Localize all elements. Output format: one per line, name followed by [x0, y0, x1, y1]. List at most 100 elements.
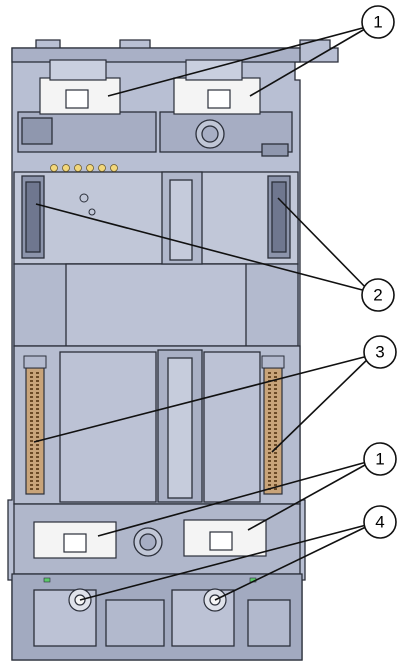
pin: [36, 452, 39, 454]
callout-1-bottom: 1: [363, 442, 397, 476]
pin: [30, 432, 33, 434]
leader-1b-left: [97, 459, 375, 537]
pin: [36, 468, 39, 470]
pin: [268, 396, 271, 398]
pin: [268, 444, 271, 446]
leader-1a-left: [107, 25, 371, 97]
pin: [30, 484, 33, 486]
pin: [268, 428, 271, 430]
svg-text:3: 3: [375, 343, 384, 362]
pin: [36, 400, 39, 402]
pin: [36, 416, 39, 418]
pin: [268, 476, 271, 478]
pin: [30, 476, 33, 478]
pin-header-left: [23, 355, 47, 495]
pin: [274, 372, 277, 374]
pin: [30, 412, 33, 414]
pin: [36, 432, 39, 434]
pin: [268, 484, 271, 486]
callout-2: 2: [361, 278, 395, 312]
pin: [36, 404, 39, 406]
pin: [36, 376, 39, 378]
pin: [268, 472, 271, 474]
pin: [30, 384, 33, 386]
pin: [36, 444, 39, 446]
pin: [30, 376, 33, 378]
pin: [274, 440, 277, 442]
pin: [268, 432, 271, 434]
pin: [268, 452, 271, 454]
pin: [30, 416, 33, 418]
pin: [30, 448, 33, 450]
pin: [30, 424, 33, 426]
pin: [268, 460, 271, 462]
pin: [30, 436, 33, 438]
pin-dots: [30, 372, 277, 490]
pin: [30, 464, 33, 466]
pin: [274, 388, 277, 390]
pin: [274, 420, 277, 422]
pin: [36, 380, 39, 382]
pin: [36, 408, 39, 410]
top-connector-left: [39, 59, 121, 115]
pin: [274, 464, 277, 466]
leader-2-left: [35, 203, 371, 293]
callout-3: 3: [363, 335, 397, 369]
leader-3-right: [271, 354, 373, 453]
pin: [274, 432, 277, 434]
pin: [274, 444, 277, 446]
pin: [268, 384, 271, 386]
pin: [274, 436, 277, 438]
indicator-hole: [88, 208, 96, 216]
leader-4-left: [79, 522, 375, 601]
pin: [36, 420, 39, 422]
pin: [36, 448, 39, 450]
pin: [30, 400, 33, 402]
pin: [274, 480, 277, 482]
pin: [30, 472, 33, 474]
leader-1a-right: [249, 25, 371, 97]
svg-text:4: 4: [375, 513, 384, 532]
pin: [36, 388, 39, 390]
pin: [274, 476, 277, 478]
pin: [274, 452, 277, 454]
pin: [36, 488, 39, 490]
leader-2-right: [277, 197, 371, 293]
pin: [30, 480, 33, 482]
pin: [36, 472, 39, 474]
pin: [30, 388, 33, 390]
pin: [268, 464, 271, 466]
pin: [268, 376, 271, 378]
svg-text:2: 2: [373, 286, 382, 305]
pin: [268, 408, 271, 410]
pin: [36, 392, 39, 394]
leader-lines: [33, 25, 375, 601]
pin: [36, 480, 39, 482]
leader-4-right: [214, 522, 375, 601]
pin: [36, 384, 39, 386]
pin: [36, 460, 39, 462]
pin: [268, 468, 271, 470]
pin: [36, 424, 39, 426]
callout-4: 4: [363, 505, 397, 539]
pin: [30, 420, 33, 422]
module-housing: [7, 39, 339, 661]
pin: [30, 468, 33, 470]
pin: [36, 464, 39, 466]
svg-text:1: 1: [375, 450, 384, 469]
pin: [274, 408, 277, 410]
pin: [36, 484, 39, 486]
pin: [274, 396, 277, 398]
pin: [36, 428, 39, 430]
bottom-connector-right: [183, 519, 267, 557]
pin: [268, 392, 271, 394]
pin: [268, 424, 271, 426]
pin: [274, 488, 277, 490]
pin: [30, 460, 33, 462]
pin: [30, 408, 33, 410]
pin: [268, 420, 271, 422]
indicator-hole: [79, 193, 89, 203]
pin: [30, 452, 33, 454]
pin: [274, 456, 277, 458]
pin: [30, 392, 33, 394]
